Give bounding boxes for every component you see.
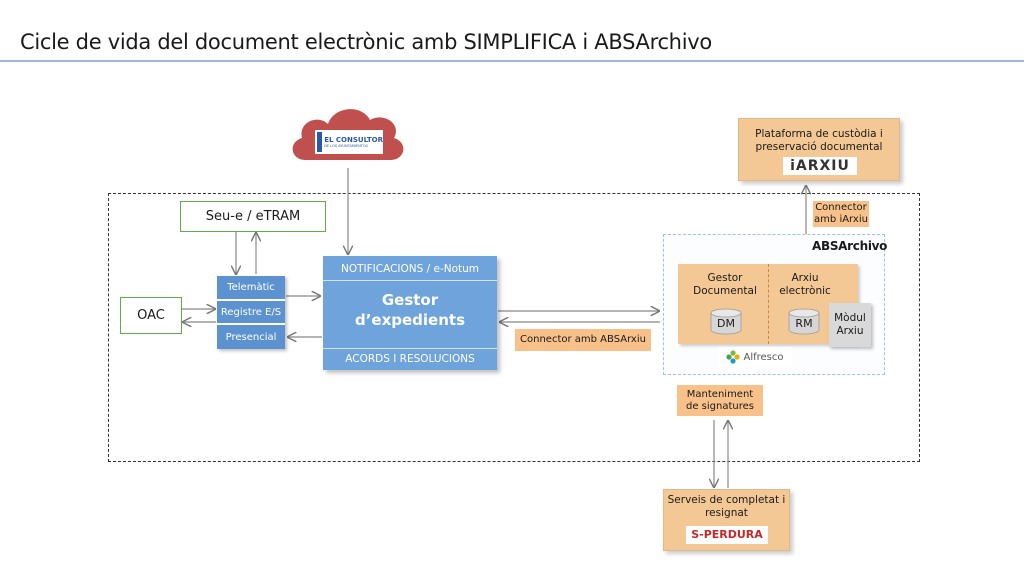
modul-arxiu-line1: Mòdul	[834, 312, 866, 324]
dm-database-icon: DM	[710, 308, 742, 335]
gestor-documental-line2: Documental	[693, 285, 757, 297]
registre-box: Telemàtic Registre E/S Presencial	[217, 276, 285, 349]
dm-label: DM	[717, 317, 735, 330]
connector-absarxiu-tag: Connector amb ABSArxiu	[515, 329, 651, 351]
consultor-logo-line2: DE LOS AYUNTAMIENTOS	[324, 143, 368, 148]
notificacions-label: NOTIFICACIONS / e-Notum	[340, 263, 480, 275]
serveis-line2: resignat	[705, 507, 748, 519]
gestor-title-line2: d’expedients	[354, 311, 466, 329]
gestor-documental-line1: Gestor	[707, 272, 743, 284]
consultor-logo-line1: EL CONSULTOR	[324, 135, 383, 144]
gestor-divider-top	[323, 280, 497, 281]
iarxiu-line1: Plataforma de custòdia i	[755, 128, 883, 140]
seu-etram-box: Seu-e / eTRAM	[180, 201, 326, 232]
title-rule	[0, 60, 1024, 62]
presencial-cell: Presencial	[217, 325, 285, 349]
el-consultor-cloud: EL CONSULTOR DE LOS AYUNTAMIENTOS	[284, 100, 410, 168]
system-boundary	[108, 193, 920, 462]
manteniment-line2: de signatures	[686, 400, 754, 412]
alfresco-text: Alfresco	[743, 351, 784, 363]
iarxiu-platform-box: Plataforma de custòdia i preservació doc…	[738, 118, 900, 181]
gestor-expedients-box: NOTIFICACIONS / e-Notum Gestor d’expedie…	[323, 256, 497, 370]
iarxiu-logo: iARXIU	[783, 157, 857, 175]
connector-iarxiu-line2: amb iArxiu	[814, 214, 868, 225]
gestor-title-line1: Gestor	[381, 291, 439, 309]
rm-label: RM	[795, 317, 813, 330]
s-perdura-logo: S-PERDURA	[686, 526, 768, 544]
manteniment-line1: Manteniment	[686, 388, 754, 400]
alfresco-logo: Alfresco	[718, 347, 792, 367]
manteniment-signatures-tag: Manteniment de signatures	[677, 385, 763, 416]
gestor-arxiu-divider	[768, 264, 769, 344]
serveis-completat-box: Serveis de completat i resignat S-PERDUR…	[663, 489, 790, 551]
absarchivo-title: ABSArchivo	[812, 239, 888, 253]
modul-arxiu-line2: Arxiu	[836, 325, 864, 337]
consultor-logo-mark-icon	[317, 132, 323, 152]
oac-box: OAC	[120, 297, 182, 334]
connector-iarxiu-tag: Connector amb iArxiu	[813, 201, 869, 227]
page-title: Cicle de vida del document electrònic am…	[20, 30, 712, 54]
gestor-divider-bottom	[323, 348, 497, 349]
rm-database-icon: RM	[788, 308, 820, 335]
registre-es-cell: Registre E/S	[217, 301, 285, 324]
modul-arxiu-box: Mòdul Arxiu	[829, 303, 871, 347]
serveis-line1: Serveis de completat i	[667, 494, 786, 506]
arxiu-electronic-line2: electrònic	[779, 285, 831, 297]
arxiu-electronic-line1: Arxiu	[791, 272, 819, 284]
telematic-cell: Telemàtic	[217, 276, 285, 300]
iarxiu-line2: preservació documental	[755, 141, 883, 153]
el-consultor-logo: EL CONSULTOR DE LOS AYUNTAMIENTOS	[315, 130, 383, 154]
connector-iarxiu-line1: Connector	[815, 202, 867, 213]
acords-label: ACORDS I RESOLUCIONS	[345, 353, 475, 365]
alfresco-flower-icon	[726, 350, 741, 364]
